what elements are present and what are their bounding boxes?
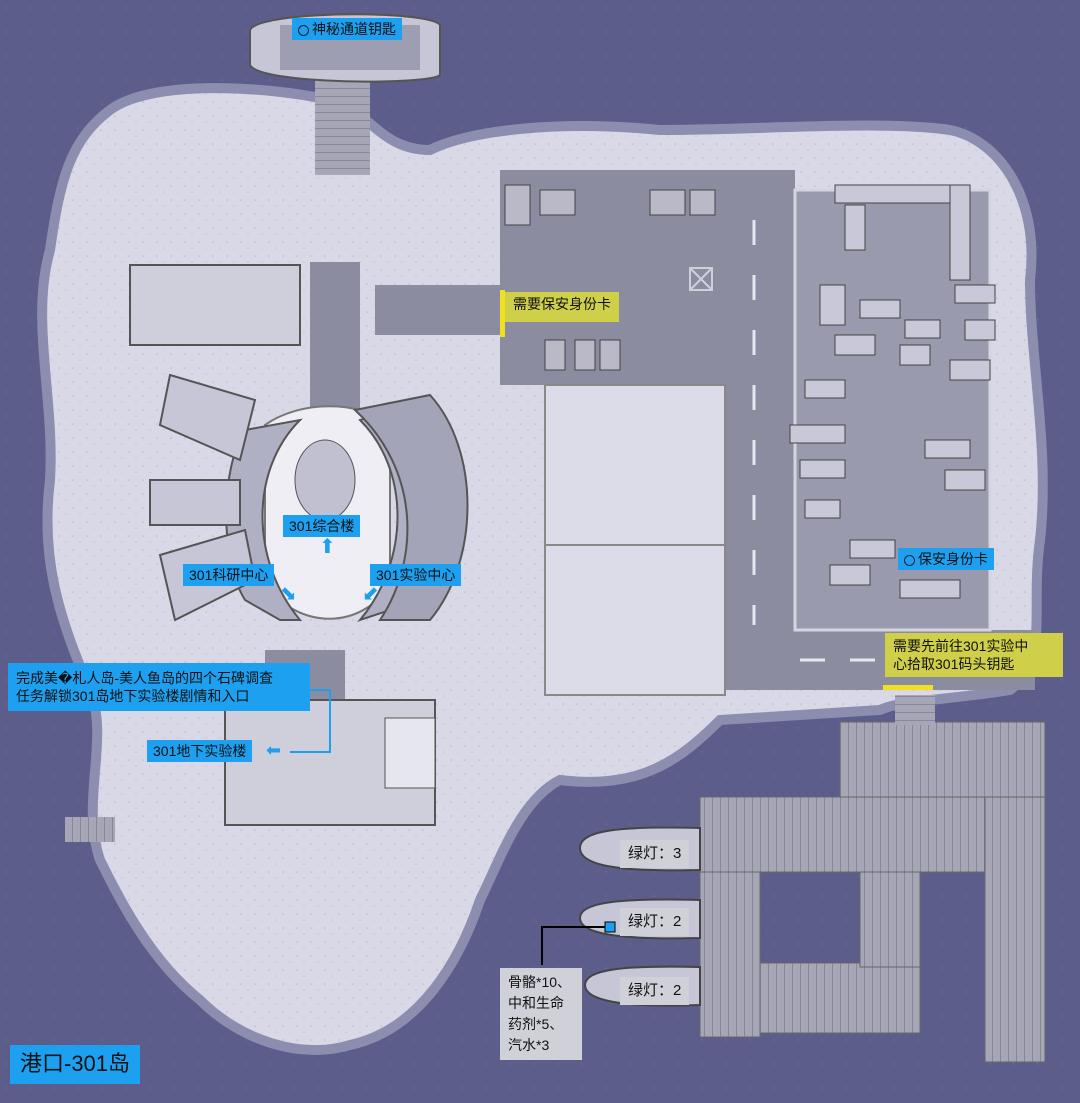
secret-key-label[interactable]: 神秘通道钥匙 xyxy=(292,18,402,41)
loot-note: 骨骼*10、 中和生命 药剂*5、 汽水*3 xyxy=(500,968,582,1060)
location-dot-icon xyxy=(298,24,309,36)
research-center-label[interactable]: 301科研中心 xyxy=(183,564,275,587)
arrow-left-icon: ⬅ xyxy=(266,740,282,760)
need-key-note: 需要先前往301实验中 心拾取301码头钥匙 xyxy=(885,633,1063,678)
location-dot-icon xyxy=(904,554,915,566)
need-card-label: 需要保安身份卡 xyxy=(505,292,619,322)
green-light-label-1: 绿灯：3 xyxy=(620,840,690,868)
lab-center-label[interactable]: 301实验中心 xyxy=(370,564,462,587)
arrow-up-icon: ⬆ xyxy=(319,536,336,558)
map-title: 港口-301岛 xyxy=(10,1045,141,1084)
green-light-label-2: 绿灯：2 xyxy=(620,908,690,936)
underground-unlock-note: 完成美�札人岛-美人鱼岛的四个石碑调查 任务解锁301岛地下实验楼剧情和入口 xyxy=(8,663,310,712)
arrow-diagonal-icon: ⬊ xyxy=(280,583,297,605)
security-card-label[interactable]: 保安身份卡 xyxy=(898,548,994,571)
green-light-label-3: 绿灯：2 xyxy=(620,977,690,1005)
underground-lab-label[interactable]: 301地下实验楼 xyxy=(147,740,253,763)
complex-building-label[interactable]: 301综合楼 xyxy=(283,515,361,538)
arrow-diagonal-icon: ⬋ xyxy=(362,583,379,605)
